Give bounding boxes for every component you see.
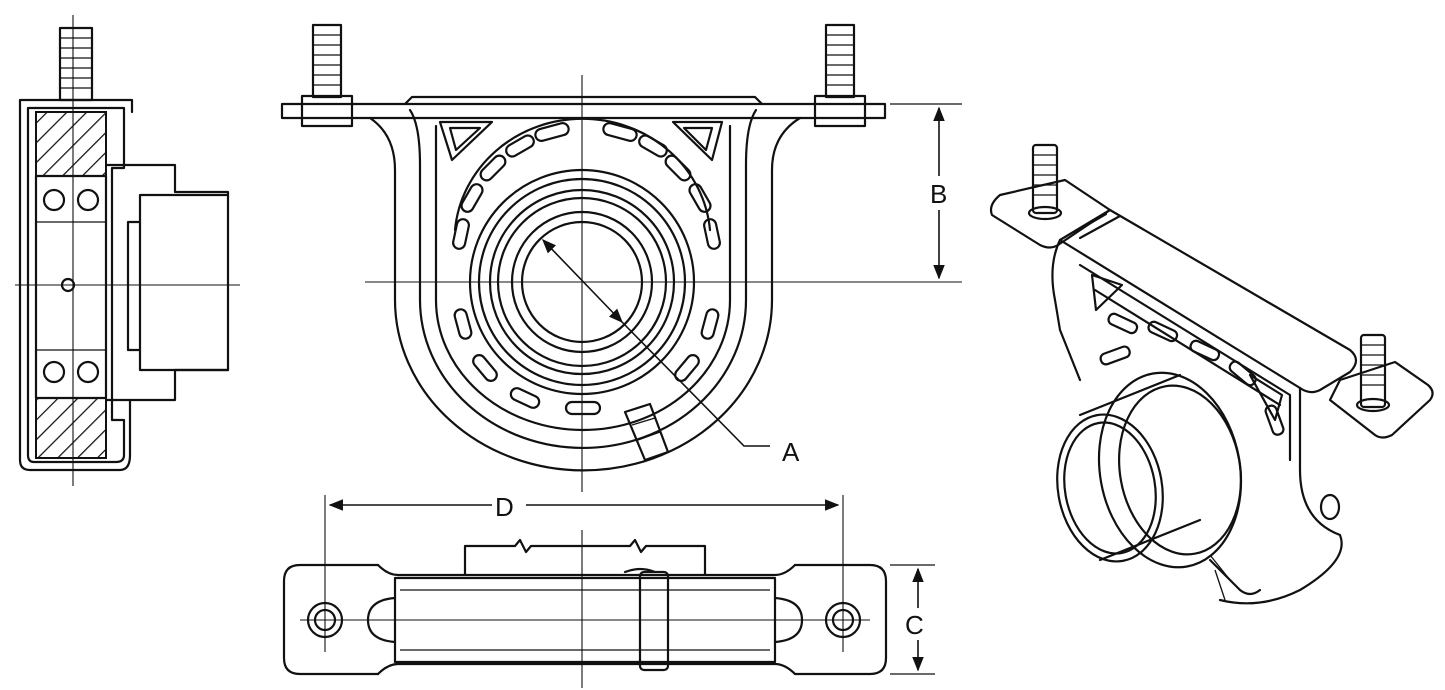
dim-c-label: C [905, 610, 924, 640]
iso-body-side [1218, 386, 1343, 605]
dim-a-arrow [542, 238, 623, 324]
front-u-bracket [368, 116, 802, 472]
top-clip [638, 570, 670, 672]
front-stud-left [311, 23, 343, 99]
front-stud-right [824, 23, 856, 99]
iso-side-hole [1319, 493, 1341, 521]
iso-stud-left [1031, 143, 1059, 215]
isometric-view [989, 143, 1434, 605]
side-stud [58, 26, 94, 102]
top-flange-right [793, 563, 888, 676]
dim-d-label: D [495, 492, 514, 522]
side-section-view [15, 15, 240, 486]
side-rubber-lower [35, 397, 107, 459]
front-rubber-slots [452, 122, 721, 416]
side-rubber-upper [35, 111, 107, 177]
iso-flange-right [1328, 360, 1434, 439]
top-sleeve-break [463, 538, 707, 577]
dim-a-label: A [782, 437, 800, 467]
top-flange-left [282, 563, 380, 676]
front-mounting-flange [280, 102, 887, 120]
iso-stud-right [1359, 333, 1387, 409]
front-view: A B [280, 23, 962, 492]
iso-sleeve-end [1056, 413, 1164, 563]
dim-a-leader [621, 321, 770, 447]
side-bracket [18, 98, 134, 472]
iso-top-bar [1058, 208, 1358, 394]
dim-b-label: B [930, 179, 947, 209]
iso-bearing-housing [1097, 371, 1243, 569]
top-view: D C [282, 490, 935, 688]
